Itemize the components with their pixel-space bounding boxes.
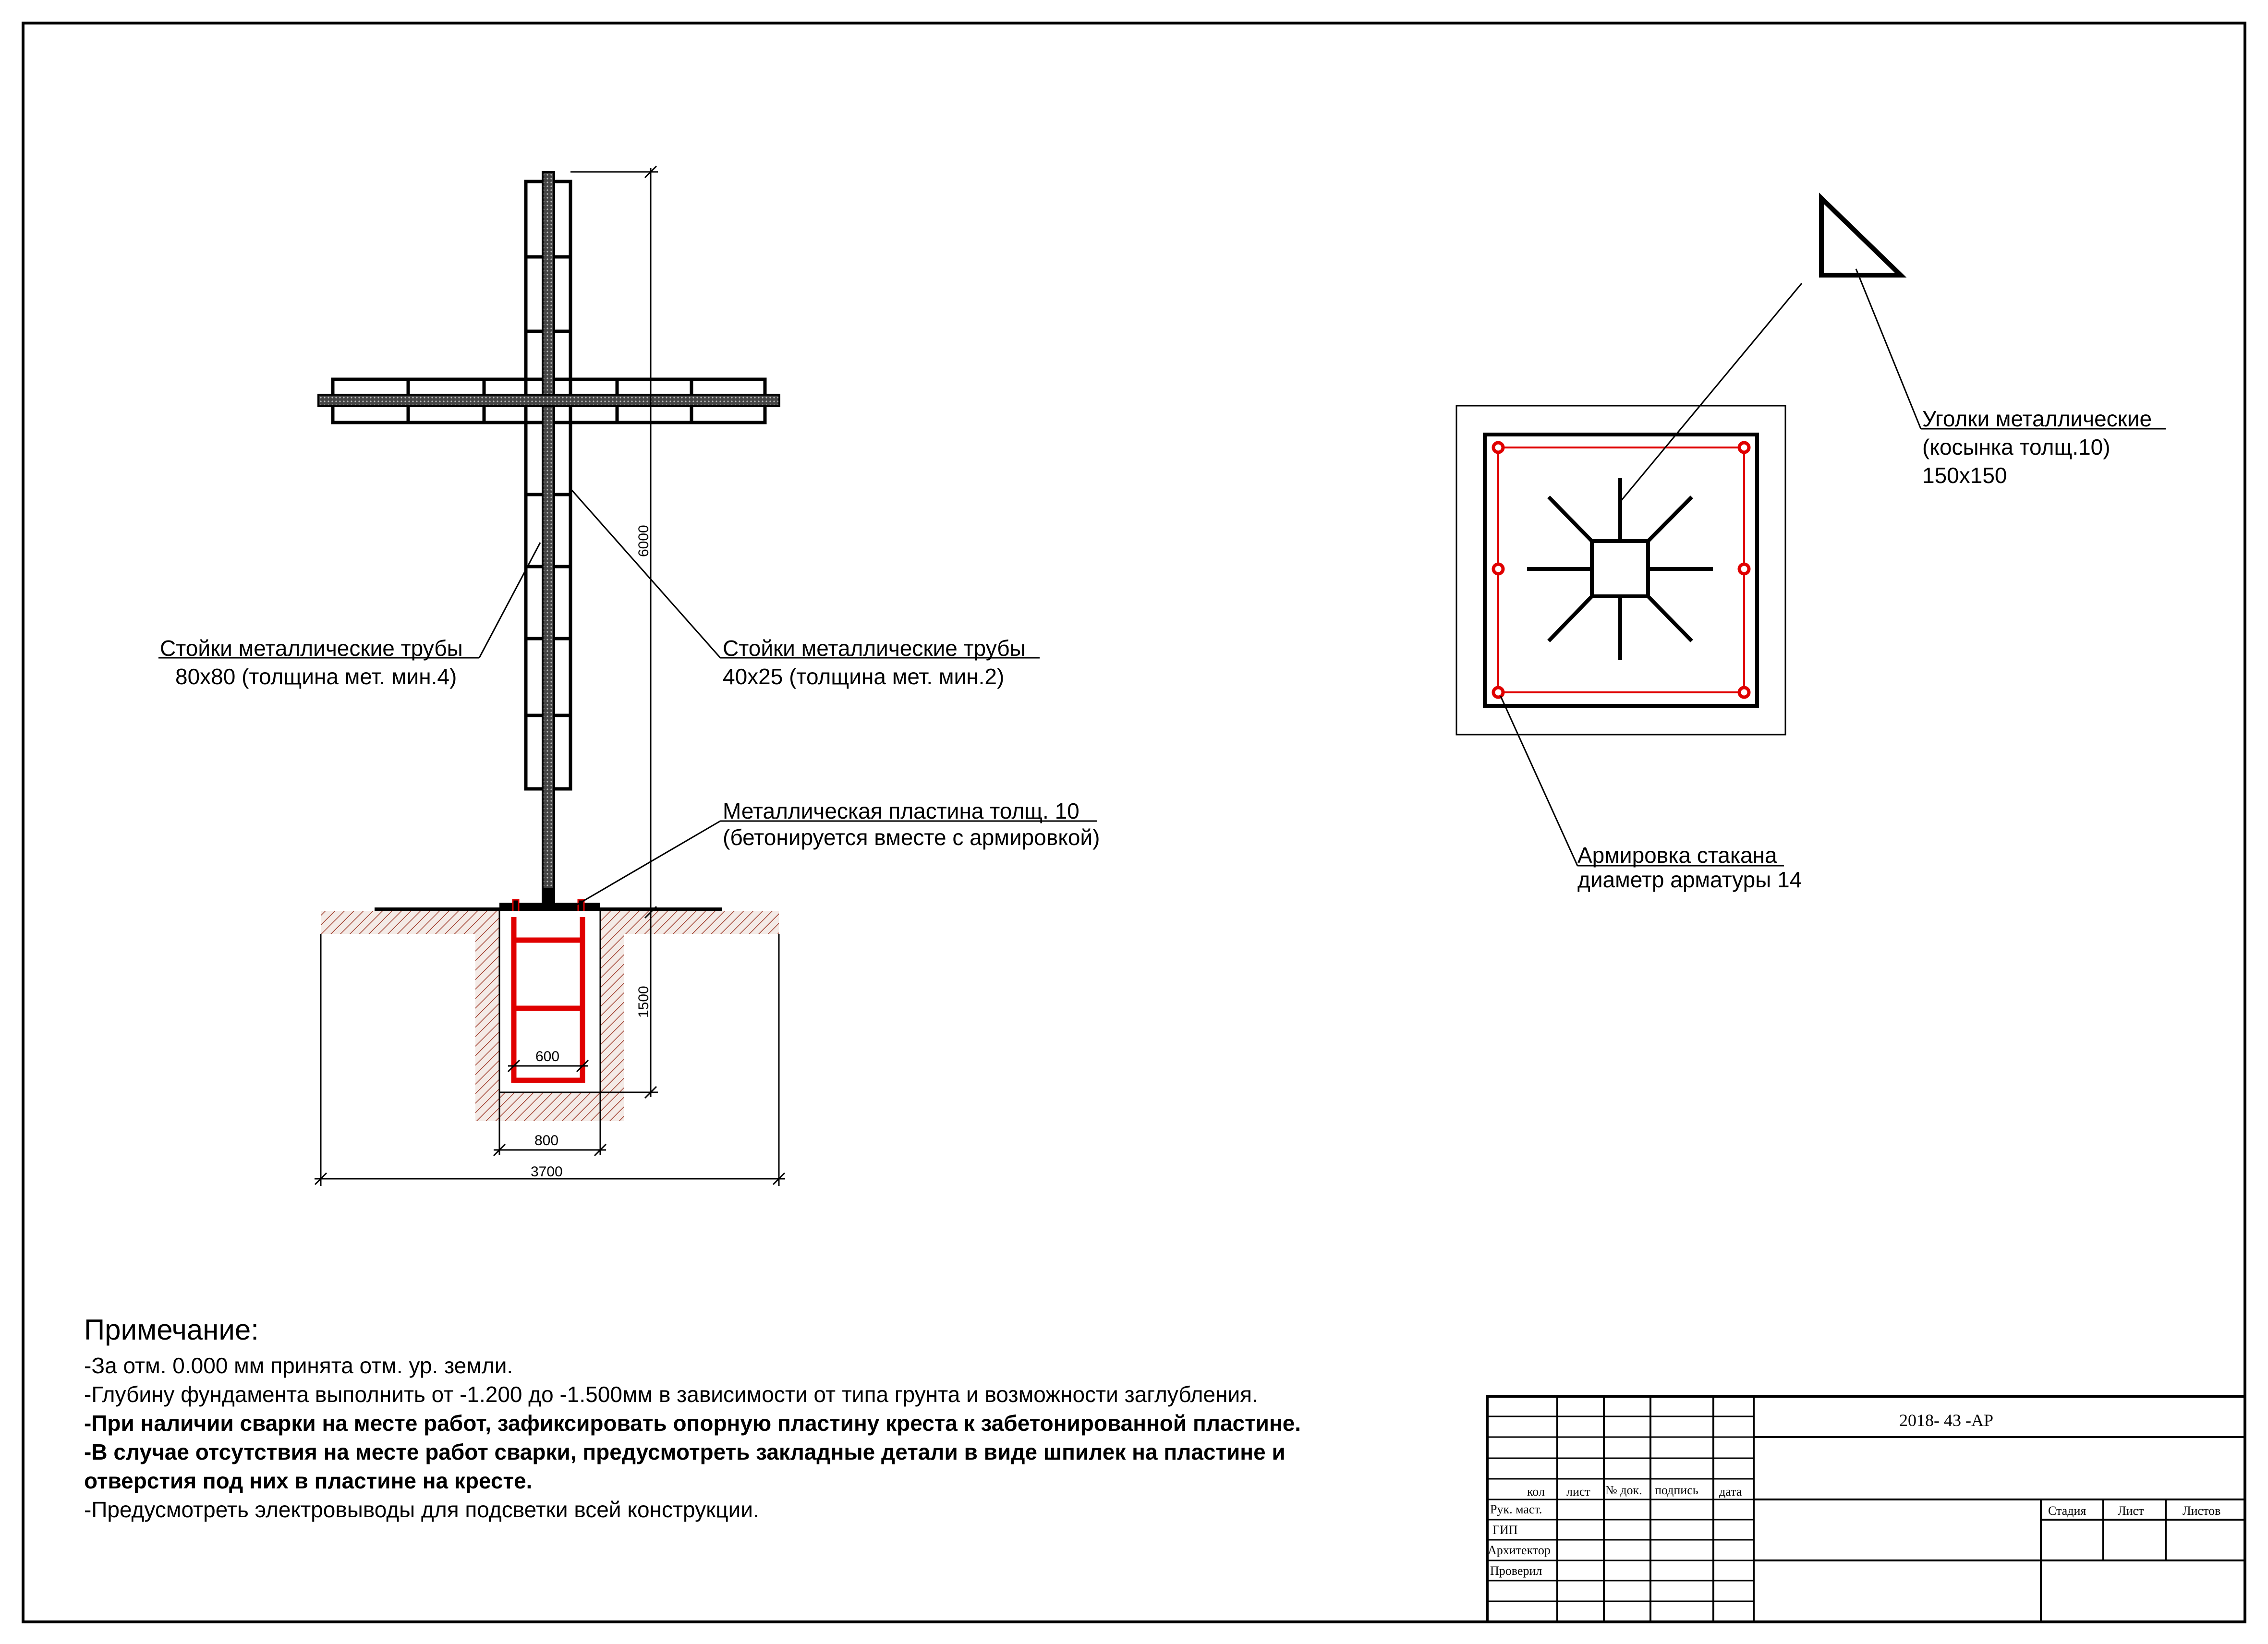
- plan-central-pipe: [1590, 539, 1650, 598]
- tb-role-head: Рук. маст.: [1490, 1502, 1542, 1516]
- notes-title: Примечание:: [84, 1314, 259, 1346]
- dimensions: [314, 165, 786, 1186]
- note-line: -В случае отсутствия на месте работ свар…: [84, 1439, 1286, 1464]
- tb-col-date: дата: [1719, 1485, 1742, 1499]
- label-rebar: Армировка стакана: [1577, 843, 1777, 868]
- soil-hatch-right: [600, 911, 779, 1121]
- label-plate-note: (бетонируется вместе с армировкой): [723, 825, 1100, 850]
- leaders-elevation: [158, 489, 1097, 906]
- cross-elevation: [317, 171, 780, 919]
- note-line: -За отм. 0.000 мм принята отм. ур. земли…: [84, 1353, 513, 1378]
- label-pipes-40-spec: 40х25 (толщина мет. мин.2): [723, 664, 1004, 689]
- tb-role-architect: Архитектор: [1488, 1543, 1551, 1557]
- plan-view: [1455, 193, 1907, 736]
- plan-outer-slab: [1455, 405, 1786, 736]
- tb-role-checked: Проверил: [1490, 1564, 1542, 1578]
- tb-stage: Стадия: [2048, 1504, 2086, 1518]
- tb-role-gip: ГИП: [1492, 1523, 1518, 1537]
- note-line: -Предусмотреть электровыводы для подсвет…: [84, 1497, 759, 1522]
- plan-plate: [1483, 433, 1759, 708]
- plan-rebar-points: [1492, 441, 1751, 699]
- soil-hatch-left: [321, 911, 499, 1121]
- rebar-cage: [511, 917, 585, 1083]
- sheet-frame: [22, 22, 2246, 1623]
- note-line: -При наличии сварки на месте работ, зафи…: [84, 1411, 1301, 1436]
- label-pipes-40: Стойки металлические трубы: [723, 636, 1026, 661]
- label-rebar-diameter: диаметр арматуры 14: [1577, 867, 1802, 892]
- tb-sheet: Лист: [2118, 1504, 2144, 1518]
- foundation: [321, 911, 779, 1121]
- label-angles: Уголки металлические: [1922, 406, 2152, 431]
- title-block: [1486, 1395, 2246, 1623]
- title-block-code: 2018- 43 -АР: [1899, 1411, 1993, 1430]
- dim-total-width: 3700: [531, 1164, 563, 1180]
- tb-col-sign: подпись: [1655, 1483, 1698, 1497]
- dim-inner-width: 600: [535, 1049, 559, 1064]
- leaders-plan: [1500, 268, 2166, 867]
- label-pipes-80: Стойки металлические трубы: [160, 636, 463, 661]
- label-angles-size: 150х150: [1922, 463, 2007, 488]
- plan-gussets: [1527, 478, 1713, 660]
- dim-height: 6000: [636, 525, 652, 557]
- vertical-rod: [542, 171, 555, 903]
- base-plate: [375, 907, 722, 912]
- tb-sheets: Листов: [2183, 1504, 2220, 1518]
- gusset-triangle: [1819, 193, 1907, 278]
- dim-pit-width: 800: [534, 1133, 558, 1148]
- tb-col-doc: № док.: [1605, 1483, 1642, 1497]
- soil-hatch-bottom: [475, 1092, 624, 1121]
- tb-col-kol: кол: [1527, 1485, 1545, 1499]
- label-pipes-80-spec: 80х80 (толщина мет. мин.4): [175, 664, 457, 689]
- label-plate: Металлическая пластина толщ. 10: [723, 798, 1079, 823]
- horizontal-rod: [317, 394, 780, 407]
- dim-depth: 1500: [636, 986, 652, 1018]
- label-angles-gusset: (косынка толщ.10): [1922, 435, 2110, 459]
- notes-block: Примечание: -За отм. 0.000 мм принята от…: [84, 1313, 1429, 1524]
- tb-col-list: лист: [1566, 1485, 1590, 1499]
- note-line: отверстия под них в пластине на кресте.: [84, 1468, 533, 1493]
- note-line: -Глубину фундамента выполнить от -1.200 …: [84, 1382, 1258, 1407]
